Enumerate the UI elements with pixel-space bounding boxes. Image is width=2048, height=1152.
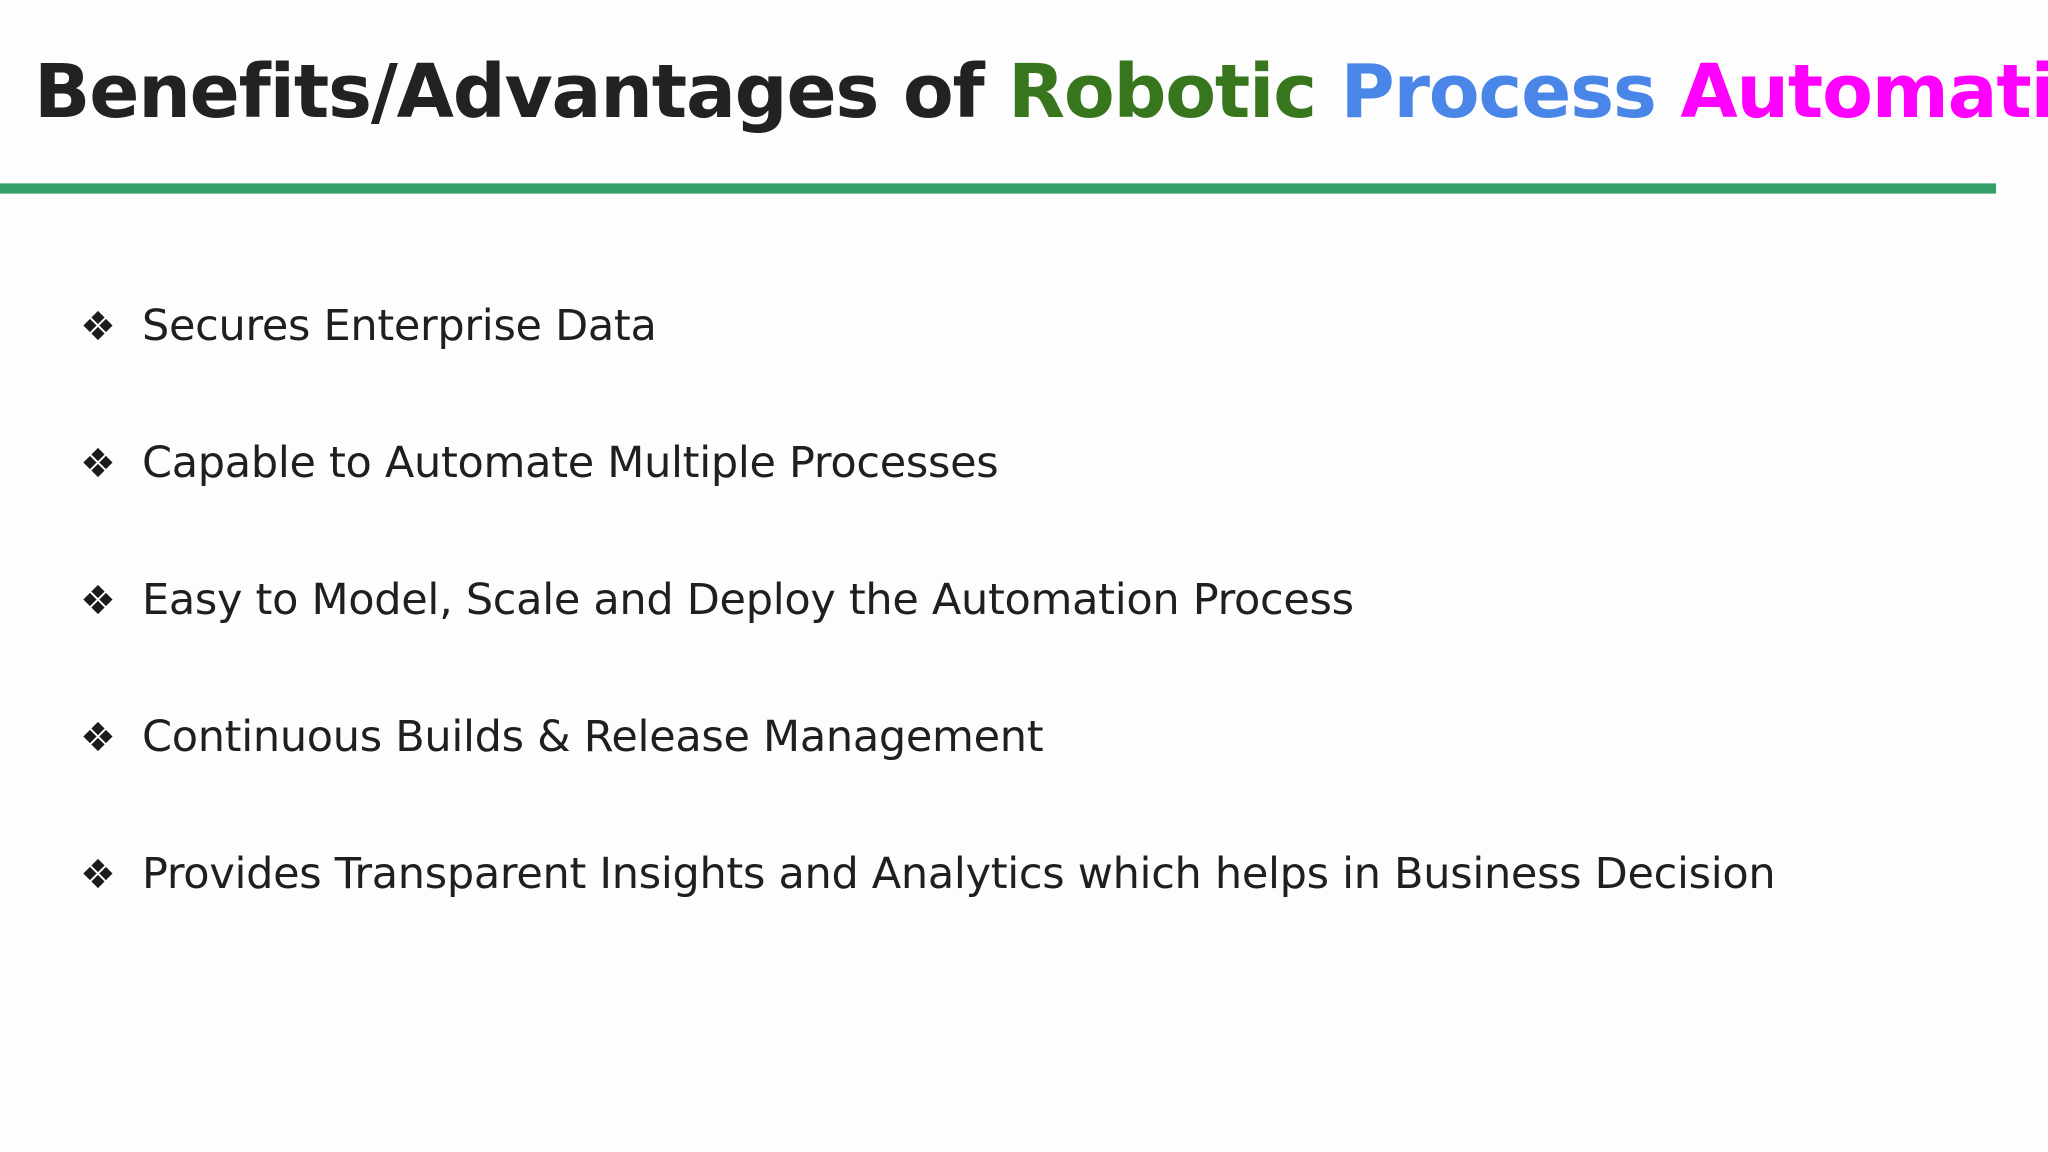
list-item-label: Provides Transparent Insights and Analyt… — [142, 849, 1776, 899]
list-item-label: Easy to Model, Scale and Deploy the Auto… — [142, 575, 1354, 625]
four-diamond-bullet-icon: ❖ — [80, 578, 116, 624]
title-segment-robotic: Robotic — [1008, 49, 1341, 135]
list-item: ❖ Provides Transparent Insights and Anal… — [0, 848, 2048, 985]
benefits-bullet-list: ❖ Secures Enterprise Data ❖ Capable to A… — [0, 300, 2048, 985]
title-block: Benefits/Advantages of Robotic Process A… — [0, 38, 2048, 148]
list-item-label: Secures Enterprise Data — [142, 301, 657, 351]
title-segment-automation: Automation — [1680, 49, 2048, 135]
title-divider-rule — [0, 183, 1996, 194]
list-item-label: Capable to Automate Multiple Processes — [142, 438, 999, 488]
four-diamond-bullet-icon: ❖ — [80, 441, 116, 487]
title-segment-process: Process — [1340, 49, 1681, 135]
four-diamond-bullet-icon: ❖ — [80, 304, 116, 350]
page-title: Benefits/Advantages of Robotic Process A… — [34, 38, 2048, 146]
four-diamond-bullet-icon: ❖ — [80, 715, 116, 761]
list-item-label: Continuous Builds & Release Management — [142, 712, 1044, 762]
four-diamond-bullet-icon: ❖ — [80, 852, 116, 898]
list-item: ❖ Continuous Builds & Release Management — [0, 711, 2048, 848]
list-item: ❖ Secures Enterprise Data — [0, 300, 2048, 437]
title-segment-plain: Benefits/Advantages of — [34, 49, 1009, 135]
list-item: ❖ Easy to Model, Scale and Deploy the Au… — [0, 574, 2048, 711]
list-item: ❖ Capable to Automate Multiple Processes — [0, 437, 2048, 574]
